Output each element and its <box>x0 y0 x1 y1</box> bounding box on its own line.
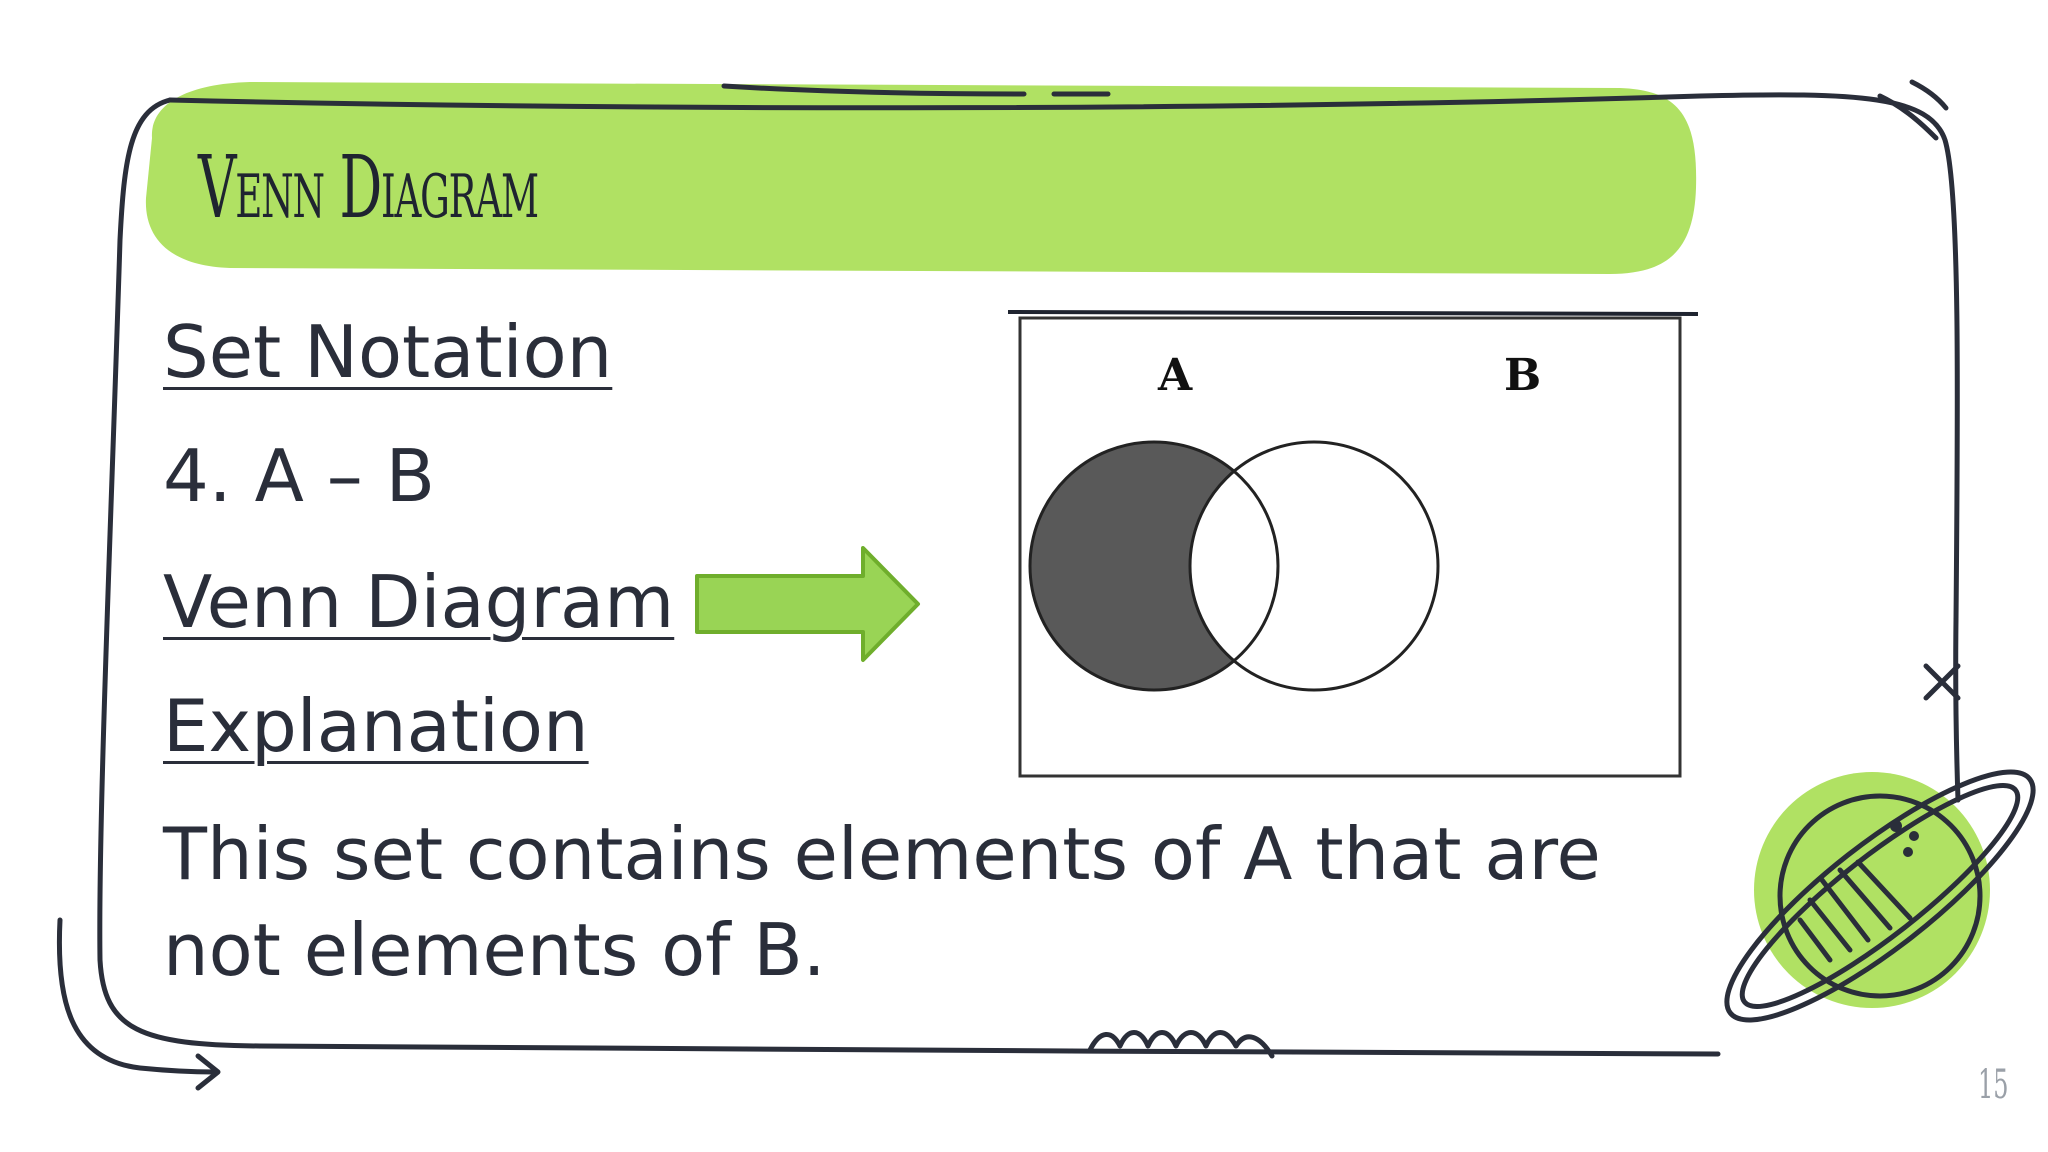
set-expression: 4. A – B <box>163 434 436 518</box>
explanation-text: This set contains elements of A that are… <box>163 812 1601 992</box>
title-highlight <box>145 82 1697 274</box>
set-a-label: A <box>1157 350 1193 401</box>
set-b-region <box>1188 440 1440 692</box>
explanation-heading: Explanation <box>163 684 589 768</box>
set-notation-heading: Set Notation <box>163 310 613 394</box>
slide-title: Venn Diagram <box>198 138 539 238</box>
set-b-label: B <box>1504 350 1541 401</box>
venn-diagram-heading: Venn Diagram <box>163 560 675 644</box>
venn-diagram: A B <box>1018 316 1682 778</box>
page-number: 15 <box>1978 1062 2009 1108</box>
